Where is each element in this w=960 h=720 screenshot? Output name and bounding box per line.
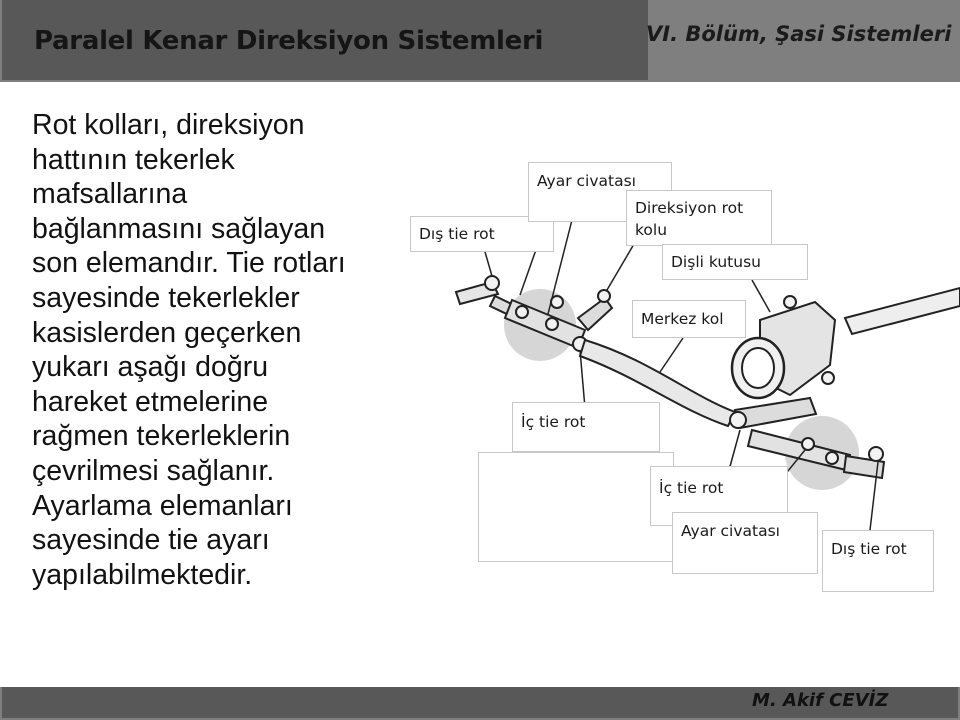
label-text: İç tie rot xyxy=(521,413,586,431)
label-text: İç tie rot xyxy=(659,479,724,497)
page-title: Paralel Kenar Direksiyon Sistemleri xyxy=(34,26,544,56)
chapter-title: VI. Bölüm, Şasi Sistemleri xyxy=(646,22,952,46)
label-outer-tie-rod-left: Dış tie rot xyxy=(410,216,554,252)
label-text: Dış tie rot xyxy=(419,225,495,243)
body-line: yukarı aşağı doğru xyxy=(32,351,269,384)
label-text: Direksiyon rot xyxy=(635,199,744,217)
steering-linkage-illustration xyxy=(454,195,960,531)
body-line: sayesinde tekerlekler xyxy=(32,281,300,314)
label-adjuster-bolt-bottom: Ayar civatası xyxy=(672,512,818,574)
author-name: M. Akif CEVİZ xyxy=(752,690,889,711)
body-line: yapılabilmektedir. xyxy=(32,558,253,591)
label-blank-box xyxy=(478,452,674,562)
header-bar xyxy=(0,0,960,82)
body-line: kasislerden geçerken xyxy=(32,316,302,349)
idler-arm xyxy=(576,296,614,332)
label-gear-box: Dişli kutusu xyxy=(662,244,808,280)
body-line: hattının tekerlek xyxy=(32,143,235,176)
frame-rail xyxy=(843,286,960,336)
label-text: Merkez kol xyxy=(641,310,724,328)
label-outer-tie-rod-right: Dış tie rot xyxy=(822,530,934,592)
label-center-link: Merkez kol xyxy=(632,300,746,338)
body-line: Ayarlama elemanları xyxy=(32,489,293,522)
body-line: çevrilmesi sağlanır. xyxy=(32,454,275,487)
label-text: kolu xyxy=(635,221,668,239)
footer-bar xyxy=(0,687,960,720)
body-line: son elemandır. Tie rotları xyxy=(32,247,346,280)
body-line: bağlanmasını sağlayan xyxy=(32,212,326,245)
label-steering-rod-arm: Direksiyon rot kolu xyxy=(626,190,772,246)
body-line: rağmen tekerleklerin xyxy=(32,420,291,453)
body-line: Rot kolları, direksiyon xyxy=(32,109,305,141)
label-text: Dış tie rot xyxy=(831,540,907,558)
body-line: sayesinde tie ayarı xyxy=(32,524,270,557)
label-inner-tie-rod-left: İç tie rot xyxy=(512,402,660,452)
label-text: Ayar civatası xyxy=(681,522,780,540)
body-paragraph: Rot kolları, direksiyon hattının tekerle… xyxy=(32,108,392,592)
label-text: Dişli kutusu xyxy=(671,253,761,271)
body-line: hareket etmelerine xyxy=(32,385,269,418)
footer-panel xyxy=(2,687,958,718)
label-text: Ayar civatası xyxy=(537,172,636,190)
body-line: mafsallarına xyxy=(32,178,188,211)
header-title-panel xyxy=(2,0,648,80)
